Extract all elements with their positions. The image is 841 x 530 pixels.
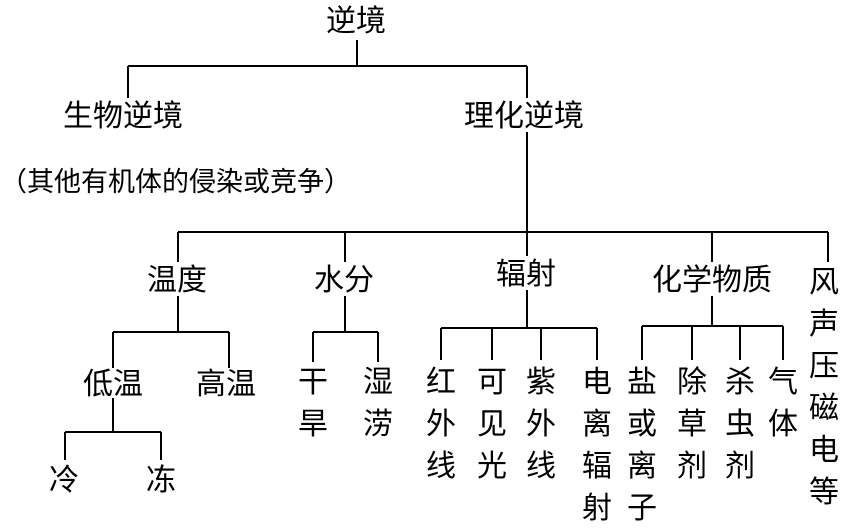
node-bio-stress: 生物逆境 xyxy=(63,99,183,134)
node-chemical: 化学物质 xyxy=(652,263,772,298)
node-wind-etc: 风声压磁电等 xyxy=(809,265,839,510)
node-infrared: 红外线 xyxy=(426,365,456,484)
node-water: 水分 xyxy=(314,263,374,298)
node-insecticide: 杀虫剂 xyxy=(725,365,755,484)
node-bio-note: （其他有机体的侵染或竞争） xyxy=(0,167,351,198)
node-freeze: 冻 xyxy=(146,463,176,498)
node-low-temp: 低温 xyxy=(83,367,143,402)
node-ionizing: 电离辐射 xyxy=(582,365,612,526)
node-ultraviolet: 紫外线 xyxy=(526,365,556,484)
node-gas: 气体 xyxy=(768,365,798,442)
tree-connectors xyxy=(64,40,829,460)
node-phys-stress: 理化逆境 xyxy=(464,99,584,134)
node-waterlog: 湿涝 xyxy=(363,365,393,442)
node-salt: 盐或离子 xyxy=(627,365,657,526)
node-radiation: 辐射 xyxy=(496,257,556,292)
node-temperature: 温度 xyxy=(147,263,207,298)
node-drought: 干旱 xyxy=(298,365,328,442)
node-cold: 冷 xyxy=(49,463,79,498)
node-high-temp: 高温 xyxy=(196,367,256,402)
node-visible: 可见光 xyxy=(477,365,507,484)
node-root: 逆境 xyxy=(326,4,386,39)
node-herbicide: 除草剂 xyxy=(677,365,707,484)
